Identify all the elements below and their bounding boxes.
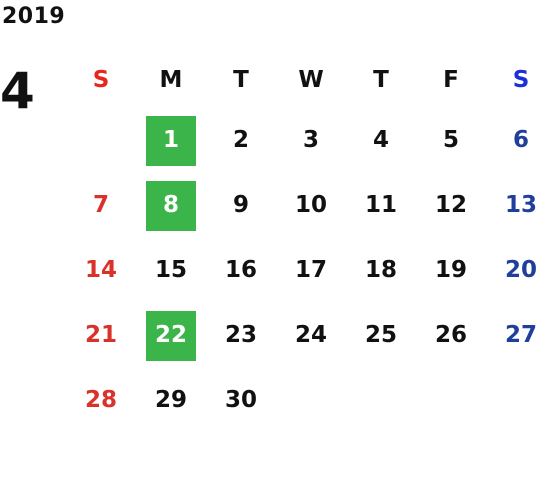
day-cell: 14 bbox=[66, 238, 136, 303]
day-number: 24 bbox=[294, 322, 327, 348]
weekday-tuesday: T bbox=[233, 66, 249, 93]
day-cell: 21 bbox=[66, 303, 136, 368]
day-cell: 9 bbox=[206, 173, 276, 238]
day-number: 25 bbox=[364, 322, 397, 348]
day-cell bbox=[276, 368, 346, 433]
day-number: 11 bbox=[364, 192, 397, 218]
day-cell bbox=[346, 368, 416, 433]
day-cell: 28 bbox=[66, 368, 136, 433]
day-number: 7 bbox=[92, 192, 109, 218]
day-cell: 29 bbox=[136, 368, 206, 433]
day-cell: 13 bbox=[486, 173, 548, 238]
day-cell: 12 bbox=[416, 173, 486, 238]
weekday-sunday: S bbox=[92, 66, 110, 93]
day-cell bbox=[66, 108, 136, 173]
day-cell: 17 bbox=[276, 238, 346, 303]
day-number: 9 bbox=[232, 192, 249, 218]
day-number: 18 bbox=[364, 257, 397, 283]
day-cell: 26 bbox=[416, 303, 486, 368]
day-number: 23 bbox=[224, 322, 257, 348]
day-cell: 15 bbox=[136, 238, 206, 303]
month-number: 4 bbox=[0, 62, 35, 120]
day-number: 21 bbox=[84, 322, 117, 348]
day-number: 28 bbox=[84, 387, 117, 413]
day-cell: 30 bbox=[206, 368, 276, 433]
weekday-friday: F bbox=[443, 66, 459, 93]
day-number: 19 bbox=[434, 257, 467, 283]
day-cell: 8 bbox=[136, 173, 206, 238]
highlighted-day: 8 bbox=[146, 180, 196, 231]
day-cell: 10 bbox=[276, 173, 346, 238]
day-cell bbox=[486, 368, 548, 433]
day-number: 30 bbox=[224, 387, 257, 413]
day-number: 12 bbox=[434, 192, 467, 218]
day-cell: 20 bbox=[486, 238, 548, 303]
day-cell: 11 bbox=[346, 173, 416, 238]
highlighted-day: 1 bbox=[146, 115, 196, 166]
weekday-saturday: S bbox=[512, 66, 530, 93]
day-cell: 19 bbox=[416, 238, 486, 303]
day-cell: 25 bbox=[346, 303, 416, 368]
day-cell: 4 bbox=[346, 108, 416, 173]
day-number: 6 bbox=[512, 127, 529, 153]
day-number: 15 bbox=[154, 257, 187, 283]
year-label: 2019 bbox=[2, 4, 66, 29]
day-number: 26 bbox=[434, 322, 467, 348]
weekday-monday: M bbox=[159, 66, 183, 93]
day-cell: 5 bbox=[416, 108, 486, 173]
day-cell bbox=[416, 368, 486, 433]
day-number: 14 bbox=[84, 257, 117, 283]
weekday-thursday: T bbox=[373, 66, 389, 93]
highlighted-day: 22 bbox=[146, 310, 196, 361]
day-number: 10 bbox=[294, 192, 327, 218]
weekday-wednesday: W bbox=[298, 66, 324, 93]
day-number: 13 bbox=[504, 192, 537, 218]
day-number: 20 bbox=[504, 257, 537, 283]
day-cell: 16 bbox=[206, 238, 276, 303]
day-cell: 7 bbox=[66, 173, 136, 238]
day-number: 3 bbox=[302, 127, 319, 153]
day-cell: 18 bbox=[346, 238, 416, 303]
day-cell: 22 bbox=[136, 303, 206, 368]
day-cell: 23 bbox=[206, 303, 276, 368]
day-number: 29 bbox=[154, 387, 187, 413]
day-cell: 24 bbox=[276, 303, 346, 368]
day-number: 16 bbox=[224, 257, 257, 283]
day-number: 4 bbox=[372, 127, 389, 153]
day-cell: 27 bbox=[486, 303, 548, 368]
day-number: 27 bbox=[504, 322, 537, 348]
day-number: 2 bbox=[232, 127, 249, 153]
day-cell: 3 bbox=[276, 108, 346, 173]
day-cell: 1 bbox=[136, 108, 206, 173]
calendar-grid: S M T W T F S 1 2 3 4 5 6 7 8 9 10 11 12… bbox=[66, 52, 542, 433]
day-cell: 2 bbox=[206, 108, 276, 173]
day-cell: 6 bbox=[486, 108, 548, 173]
day-number: 5 bbox=[442, 127, 459, 153]
day-number: 17 bbox=[294, 257, 327, 283]
